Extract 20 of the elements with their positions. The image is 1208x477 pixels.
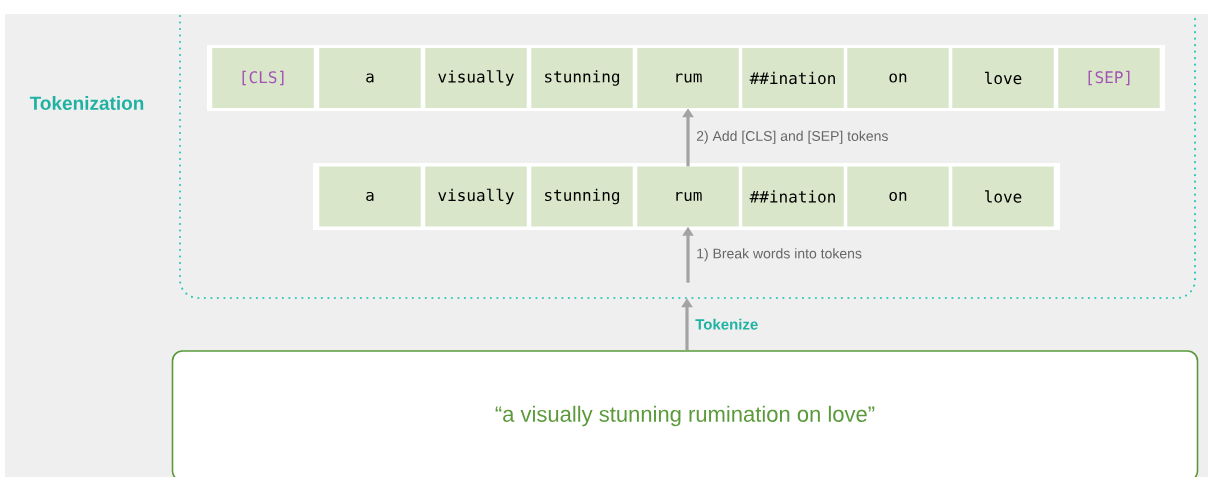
- token-cell: [CLS]: [212, 48, 314, 108]
- token-cell: love: [952, 166, 1054, 227]
- token-cell: rum: [637, 166, 739, 227]
- token-cell: on: [847, 48, 949, 108]
- token-cell: a: [319, 48, 421, 108]
- token-cell: visually: [425, 166, 527, 227]
- token-cell: a: [319, 166, 421, 227]
- token-cell: stunning: [531, 48, 633, 108]
- token-cell: visually: [425, 48, 527, 108]
- edge-label: Tokenize: [695, 318, 758, 330]
- token-cell: [SEP]: [1058, 48, 1160, 108]
- token-cell: stunning: [531, 166, 633, 227]
- edge-label: 2) Add [CLS] and [SEP] tokens: [696, 130, 888, 144]
- token-cell: love: [952, 48, 1054, 108]
- edge-label: 1) Break words into tokens: [697, 248, 862, 262]
- sentence-box: “a visually stunning rumination on love”: [171, 350, 1199, 477]
- token-cell: on: [847, 166, 949, 227]
- token-cell: ##ination: [742, 166, 844, 227]
- token-cell: ##ination: [742, 48, 844, 108]
- token-cell: rum: [637, 48, 739, 108]
